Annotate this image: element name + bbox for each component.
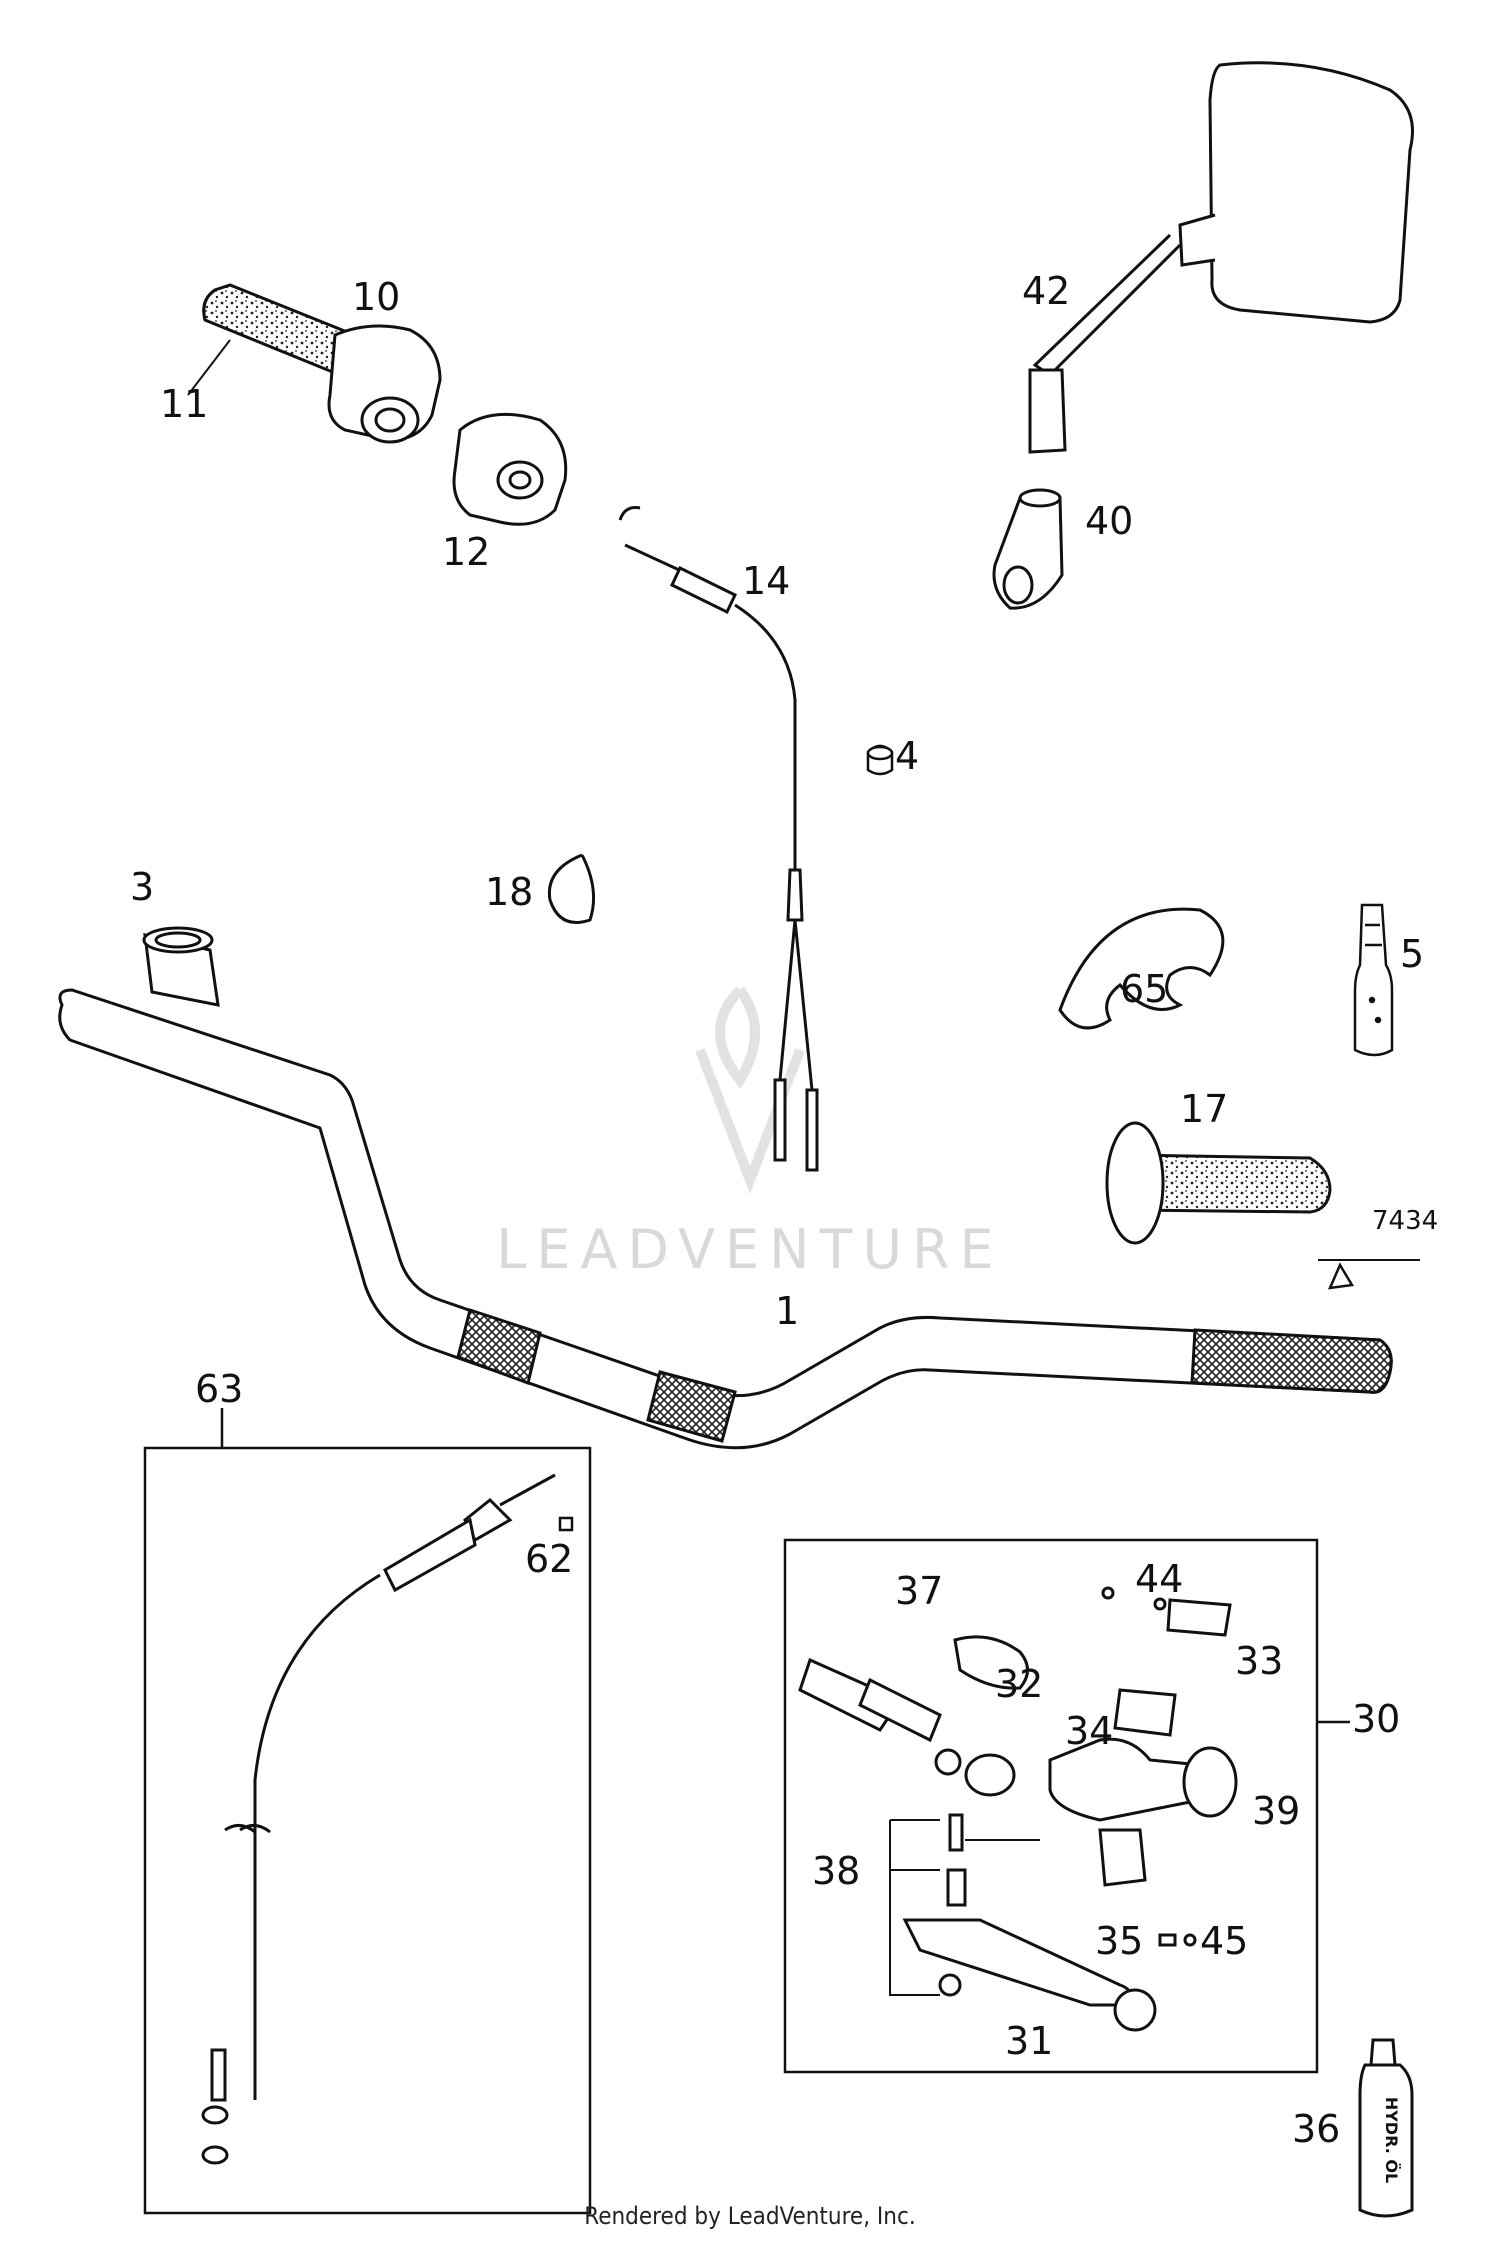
small-bottle-part	[1353, 903, 1394, 1057]
throttle-grip-part	[202, 283, 442, 444]
callout-37: 37	[895, 1569, 944, 1613]
throttle-cable-part	[618, 506, 819, 1172]
footer-credit: Rendered by LeadVenture, Inc.	[584, 2202, 916, 2230]
callout-18: 18	[485, 870, 534, 914]
callout-5: 5	[1400, 932, 1425, 976]
callout-42: 42	[1022, 269, 1071, 313]
callout-1: 1	[775, 1289, 800, 1333]
callout-63: 63	[195, 1367, 244, 1411]
master-cylinder-box	[783, 1538, 1319, 2074]
callout-40: 40	[1085, 499, 1134, 543]
callout-4: 4	[895, 734, 920, 778]
clutch-cable-box	[143, 1446, 592, 2215]
callout-17: 17	[1180, 1087, 1229, 1131]
master-cylinder-part	[798, 1586, 1238, 2032]
callout-14: 14	[742, 559, 791, 603]
mirror-clamp-part	[992, 488, 1064, 610]
callout-30: 30	[1352, 1697, 1401, 1741]
hydraulic-oil-bottle-part	[1358, 2038, 1414, 2218]
throttle-cover-part	[452, 412, 568, 526]
callout-44: 44	[1135, 1557, 1184, 1601]
callout-33: 33	[1235, 1639, 1284, 1683]
cable-clamp-part	[547, 853, 596, 924]
callout-12: 12	[442, 530, 491, 574]
cap-nut-part	[866, 744, 894, 776]
callout-11: 11	[160, 382, 209, 426]
retaining-ring-part	[1058, 907, 1225, 1030]
watermark-text: LEADVENTURE	[496, 1218, 1004, 1281]
handlebar-part	[58, 988, 1393, 1450]
screw-tip-part	[1327, 1262, 1355, 1290]
callout-65: 65	[1120, 967, 1169, 1011]
callout-32: 32	[995, 1662, 1044, 1706]
adjuster-nut-part	[558, 1516, 574, 1532]
callout-3: 3	[130, 865, 155, 909]
bracket-line	[889, 1819, 940, 1996]
callout-31: 31	[1005, 2019, 1054, 2063]
callout-35: 35	[1095, 1919, 1144, 1963]
callout-62: 62	[525, 1537, 574, 1581]
callout-45: 45	[1200, 1919, 1249, 1963]
callout-39: 39	[1252, 1789, 1301, 1833]
callout-7434: 7434	[1372, 1206, 1439, 1236]
callout-36: 36	[1292, 2107, 1341, 2151]
callout-38: 38	[812, 1849, 861, 1893]
oil-bottle-label: HYDR. ÖL	[1382, 2097, 1401, 2183]
mirror-part	[1028, 61, 1414, 454]
handle-grip-part	[1105, 1121, 1332, 1245]
leader-lines	[187, 339, 1420, 1841]
bushing-part	[142, 926, 220, 1007]
callout-10: 10	[352, 275, 401, 319]
callout-34: 34	[1065, 1709, 1114, 1753]
clutch-cable-part	[201, 1473, 556, 2165]
